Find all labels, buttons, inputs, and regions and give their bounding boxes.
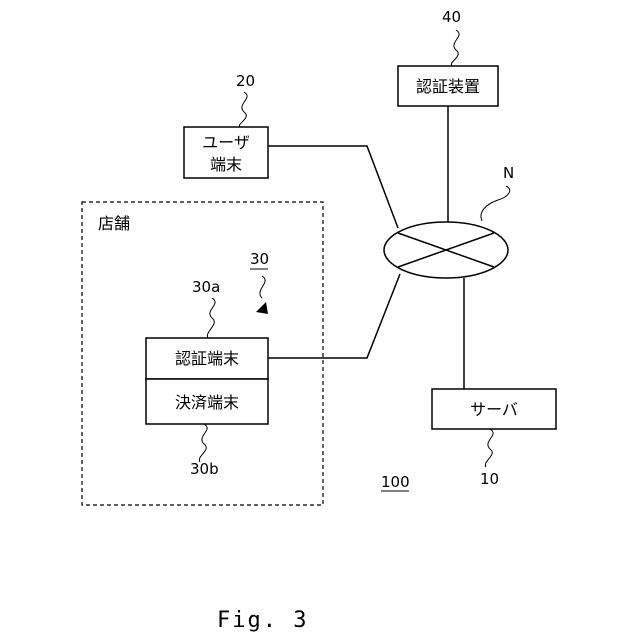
- auth-device-leader: [451, 30, 459, 66]
- user-terminal-ref: 20: [236, 72, 255, 90]
- store-terminal-ref: 30: [250, 250, 269, 268]
- user-terminal-label-line1: ユーザ: [202, 133, 250, 152]
- server-leader: [485, 429, 493, 467]
- network-leader: [481, 186, 510, 221]
- network-ref: N: [503, 164, 514, 182]
- store-label: 店舗: [98, 214, 130, 233]
- auth-terminal-link: [268, 274, 400, 358]
- system-ref: 100: [381, 473, 410, 491]
- payment-terminal-label: 決済端末: [175, 393, 239, 412]
- user-terminal-link: [268, 146, 398, 228]
- auth-terminal-ref: 30a: [192, 278, 220, 296]
- auth-device-ref: 40: [442, 8, 461, 26]
- server-label: サーバ: [470, 400, 518, 419]
- auth-terminal-label: 認証端末: [175, 349, 239, 368]
- server-ref: 10: [480, 470, 499, 488]
- store-terminal-leader: [260, 276, 265, 298]
- auth-device-label: 認証装置: [416, 77, 480, 96]
- store-terminal-arrowhead: [256, 302, 268, 314]
- figure-caption: Fig. 3: [217, 608, 308, 633]
- user-terminal-label-line2: 端末: [210, 155, 242, 174]
- auth-terminal-leader: [207, 298, 215, 338]
- payment-terminal-leader: [199, 424, 207, 462]
- payment-terminal-ref: 30b: [190, 460, 219, 478]
- user-terminal-leader: [239, 92, 247, 127]
